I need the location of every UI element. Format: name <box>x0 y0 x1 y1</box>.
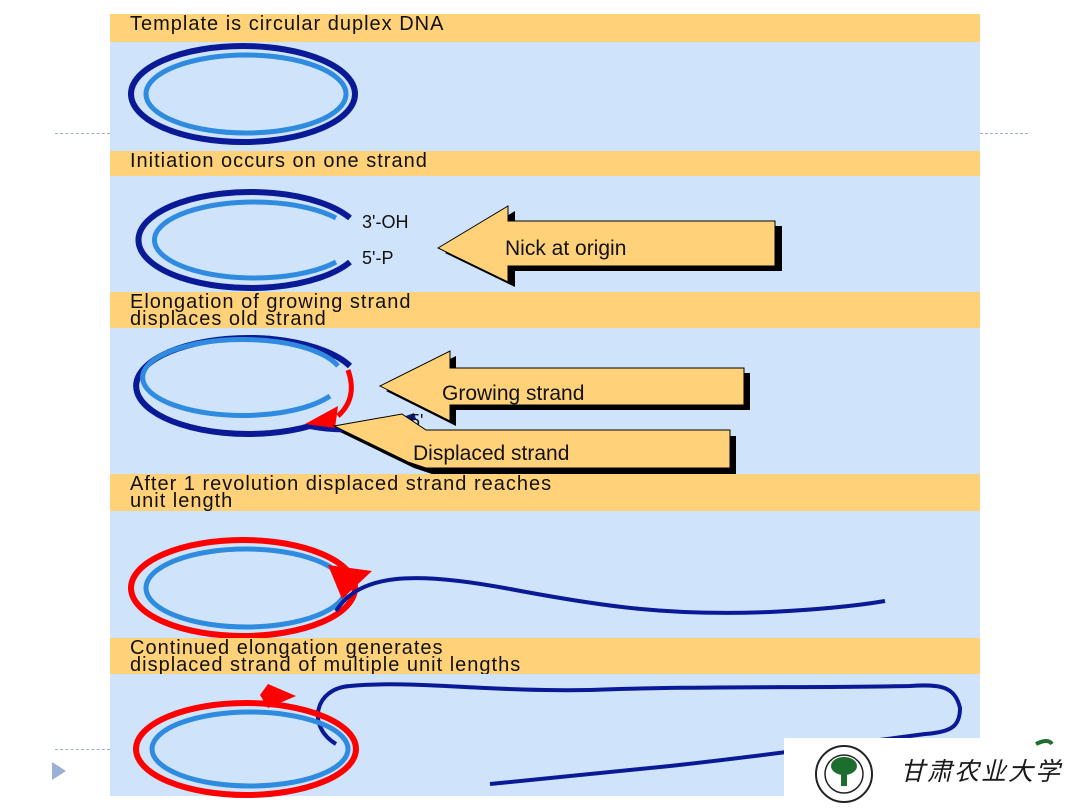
slide-rule-top <box>55 133 110 134</box>
new-outer-strand <box>133 700 359 798</box>
inner-strand <box>152 199 338 281</box>
step-3-graphic: 5' Growing strand Displaced strand <box>133 335 750 474</box>
university-seal-icon <box>815 745 873 803</box>
inner-strand <box>149 709 351 789</box>
slide-rule-bottom <box>55 749 110 750</box>
growing-strand-tip <box>305 406 338 428</box>
step-4-graphic <box>128 537 886 639</box>
step-2-caption: Initiation occurs on one strand <box>110 151 980 176</box>
new-outer-strand <box>128 537 358 639</box>
step-3-caption: Elongation of growing strand displaces o… <box>110 292 980 329</box>
step-5-caption: Continued elongation generates displaced… <box>110 638 980 675</box>
outer-strand <box>128 43 358 145</box>
rolling-circle-diagram: Template is circular duplex DNA Initiati… <box>110 14 980 798</box>
university-name: 甘肃农业大学 <box>900 757 1063 786</box>
inner-strand <box>140 336 340 418</box>
label-nick-at-origin: Nick at origin <box>505 237 626 260</box>
nick-arrow <box>436 205 776 283</box>
university-logo-area <box>784 738 1054 808</box>
play-triangle-icon <box>52 762 66 780</box>
step-2-panel: 3'-OH 5'-P Nick at origin <box>110 176 980 292</box>
step-5-graphic <box>133 682 963 798</box>
displaced-arrow <box>332 413 731 469</box>
label-displaced-strand: Displaced strand <box>413 442 569 465</box>
displaced-strand <box>334 576 886 615</box>
outer-strand <box>135 189 352 291</box>
growing-arrow <box>378 350 745 422</box>
label-growing-strand: Growing strand <box>442 382 584 405</box>
displaced-strand-loop <box>316 682 963 786</box>
step-1-graphic <box>128 43 358 145</box>
step-4-caption: After 1 revolution displaced strand reac… <box>110 474 980 511</box>
step-3-panel: 5' Growing strand Displaced strand <box>110 328 980 474</box>
label-5-p: 5'-P <box>362 248 393 268</box>
step-1-panel <box>110 42 980 151</box>
step-2-graphic: 3'-OH 5'-P Nick at origin <box>135 189 782 291</box>
label-3-oh: 3'-OH <box>362 212 408 232</box>
decorative-leaf-icon <box>1035 739 1054 746</box>
step-4-panel <box>110 511 980 639</box>
inner-strand <box>143 52 349 136</box>
growing-new-strand <box>336 369 354 418</box>
growing-strand-tip <box>260 684 296 708</box>
growing-strand-tip <box>328 565 372 599</box>
inner-strand <box>143 546 349 630</box>
slide-rule-top-right <box>980 133 1028 134</box>
step-1-caption: Template is circular duplex DNA <box>110 14 980 42</box>
